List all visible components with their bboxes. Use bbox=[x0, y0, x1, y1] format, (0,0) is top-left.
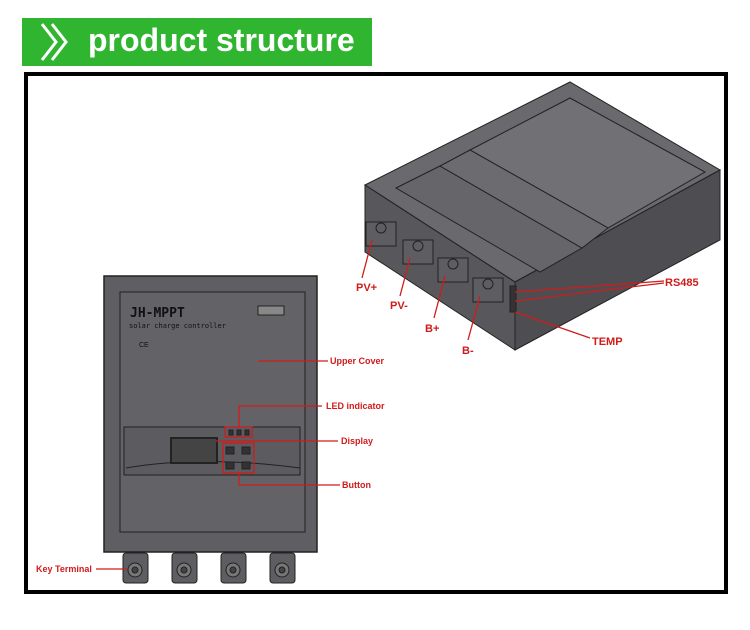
label-b-minus: B- bbox=[462, 345, 474, 357]
logo bbox=[257, 305, 285, 316]
header-banner: product structure bbox=[22, 18, 372, 66]
front-device bbox=[103, 275, 318, 584]
label-pv-plus: PV+ bbox=[356, 282, 377, 294]
label-temp: TEMP bbox=[592, 336, 623, 348]
label-pv-minus: PV- bbox=[390, 300, 408, 312]
ce-mark: CE bbox=[139, 342, 149, 349]
brand-text: JH-MPPT bbox=[130, 306, 185, 321]
page-title: product structure bbox=[88, 22, 355, 58]
iso-leader-lines bbox=[361, 239, 665, 341]
double-chevron-right-icon bbox=[40, 23, 68, 61]
subtitle-text: solar charge controller bbox=[129, 322, 226, 330]
led-indicators bbox=[228, 429, 250, 436]
front-terminals bbox=[122, 552, 296, 584]
label-upper-cover: Upper Cover bbox=[330, 356, 385, 366]
label-button: Button bbox=[342, 480, 371, 490]
iso-device bbox=[363, 81, 722, 351]
label-led-indicator: LED indicator bbox=[326, 401, 385, 411]
front-leader-lines bbox=[96, 360, 340, 570]
rs485-port bbox=[509, 285, 517, 313]
diagram-frame bbox=[24, 72, 728, 594]
label-b-plus: B+ bbox=[425, 323, 439, 335]
label-key-terminal: Key Terminal bbox=[36, 564, 92, 574]
front-buttons bbox=[225, 446, 251, 470]
iso-terminals bbox=[365, 221, 504, 303]
label-display: Display bbox=[341, 436, 373, 446]
display-screen bbox=[170, 437, 218, 464]
label-rs485: RS485 bbox=[665, 277, 699, 289]
